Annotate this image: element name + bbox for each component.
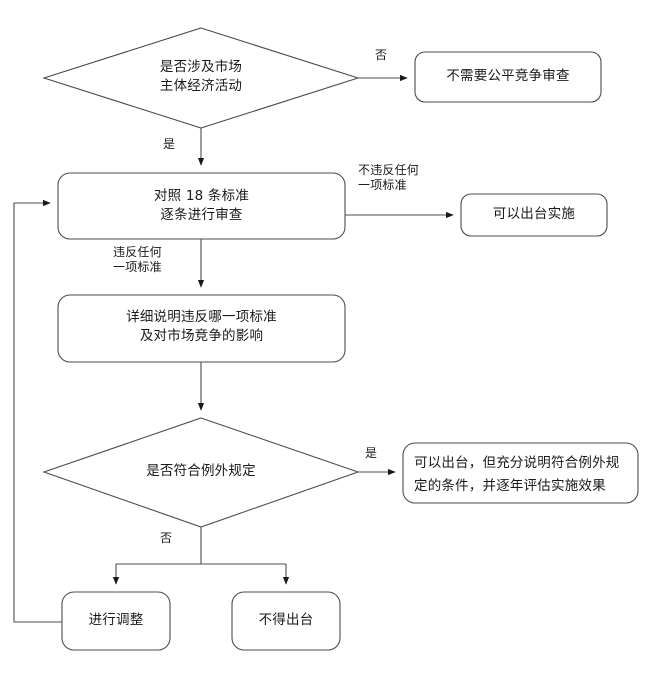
process-node-may-implement-label: 可以出台实施 <box>492 206 576 222</box>
process-node-exception-allowed-label: 可以出台，但充分说明符合例外规 定的条件，并逐年评估实施效果 <box>414 455 620 494</box>
decision-node-market-activity-label: 是否涉及市场 主体经济活动 <box>159 59 243 94</box>
edge-label-has-violation: 违反任何 一项标准 <box>113 245 162 274</box>
process-node-may-implement <box>460 193 608 237</box>
process-node-adjust-label: 进行调整 <box>88 612 144 628</box>
decision-node-exception-rules-label: 是否符合例外规定 <box>146 463 256 479</box>
edge-label-yes-exception: 是 <box>365 446 378 460</box>
edge-label-no-market-activity: 否 <box>375 48 388 62</box>
process-node-review-18-standards-label: 对照 18 条标准 逐条进行审查 <box>153 188 250 223</box>
process-node-no-review-needed <box>414 51 602 103</box>
process-node-explain-violation-label: 详细说明违反哪一项标准 及对市场竞争的影响 <box>126 309 277 344</box>
process-node-exception-allowed <box>402 442 639 504</box>
process-node-adjust <box>61 591 171 651</box>
process-node-cannot-issue-label: 不得出台 <box>258 612 314 628</box>
edge-label-yes-market-activity: 是 <box>163 137 176 151</box>
process-node-no-review-needed-label: 不需要公平竞争审查 <box>446 68 570 84</box>
edge-label-no-exception: 否 <box>160 531 173 545</box>
edge-label-no-violation: 不违反任何 一项标准 <box>358 163 420 192</box>
edge-adjust-feedback-loop <box>13 199 62 623</box>
process-node-cannot-issue <box>231 591 341 651</box>
